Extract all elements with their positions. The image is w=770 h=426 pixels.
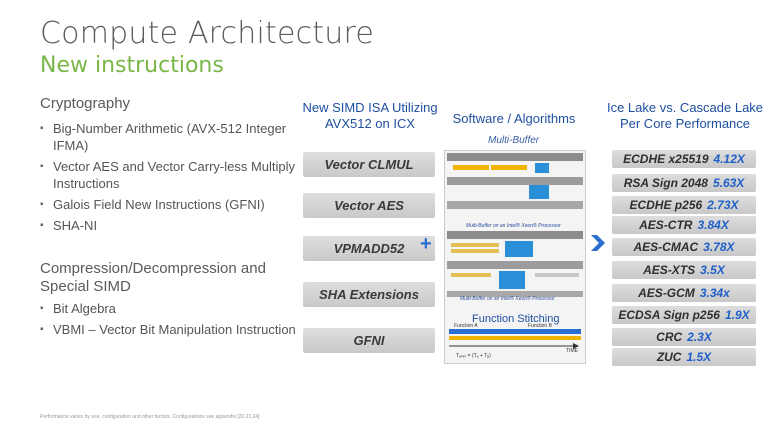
list-item: Big-Number Arithmetic (AVX-512 Integer I… (40, 120, 300, 154)
mb-caption-2: Multi-Buffer on an Intel® Xeon® Processo… (460, 296, 555, 302)
list-item: Vector AES and Vector Carry-less Multipl… (40, 158, 300, 192)
chevron-right-icon (591, 235, 605, 251)
crypto-heading: Cryptography (40, 95, 131, 112)
perf-name: AES-XTS (643, 263, 696, 277)
perf-row-ecdhe-x25519: ECDHE x25519 4.12X (612, 150, 756, 168)
perf-value: 2.73X (707, 198, 739, 212)
mb-caption-1: Multi-Buffer on an Intel® Xeon® Processo… (466, 223, 561, 229)
perf-row-aes-gcm: AES-GCM 3.34x (612, 284, 756, 302)
crypto-list: Big-Number Arithmetic (AVX-512 Integer I… (40, 120, 300, 238)
multi-buffer-diagram (444, 150, 586, 364)
perf-row-aes-xts: AES-XTS 3.5X (612, 261, 756, 279)
isa-item-vector-clmul: Vector CLMUL (303, 152, 435, 177)
isa-item-sha-extensions: SHA Extensions (303, 282, 435, 307)
algorithm-diagram-graphic (447, 153, 583, 349)
perf-value: 5.63X (712, 176, 745, 190)
isa-item-vector-aes: Vector AES (303, 193, 435, 218)
function-a-label: Function A (454, 323, 478, 329)
list-item: VBMI – Vector Bit Manipulation Instructi… (40, 321, 300, 338)
perf-name: ECDSA Sign p256 (618, 308, 720, 322)
isa-item-gfni: GFNI (303, 328, 435, 353)
multi-buffer-label: Multi-Buffer (488, 135, 540, 146)
algorithms-heading: Software / Algorithms (452, 111, 576, 126)
perf-name: ECDHE p256 (629, 198, 703, 212)
function-b-label: Function B (528, 323, 552, 329)
perf-value: 2.3X (687, 330, 712, 344)
perf-row-crc: CRC 2.3X (612, 328, 756, 346)
perf-name: ECDHE x25519 (623, 152, 709, 166)
perf-name: ZUC (656, 350, 682, 364)
compression-list: Bit Algebra VBMI – Vector Bit Manipulati… (40, 300, 300, 342)
perf-row-ecdsa-sign-p256: ECDSA Sign p256 1.9X (612, 306, 756, 324)
perf-name: AES-CTR (639, 218, 693, 232)
perf-name: CRC (656, 330, 683, 344)
perf-row-aes-cmac: AES-CMAC 3.78X (612, 238, 756, 256)
slide-title: Compute Architecture (40, 16, 374, 51)
list-item: Bit Algebra (40, 300, 300, 317)
perf-name: AES-CMAC (633, 240, 699, 254)
slide-subtitle: New instructions (40, 53, 224, 78)
time-label: TIME (566, 348, 578, 354)
perf-value: 3.78X (703, 240, 735, 254)
perf-value: 3.34x (699, 286, 730, 300)
perf-value: 3.5X (700, 263, 725, 277)
perf-name: AES-GCM (638, 286, 695, 300)
isa-heading: New SIMD ISA Utilizing AVX512 on ICX (302, 100, 438, 131)
isa-item-vpmadd52: VPMADD52 (303, 236, 435, 261)
perf-name: RSA Sign 2048 (623, 176, 708, 190)
perf-value: 1.9X (724, 308, 750, 322)
footnote: Performance varies by use, configuration… (40, 414, 260, 420)
perf-value: 4.12X (713, 152, 745, 166)
function-stitching-label: Function Stitching (472, 313, 560, 325)
list-item: Galois Field New Instructions (GFNI) (40, 196, 300, 213)
list-item: SHA-NI (40, 217, 300, 234)
perf-row-zuc: ZUC 1.5X (612, 348, 756, 366)
perf-value: 1.5X (686, 350, 712, 364)
perf-row-ecdhe-p256: ECDHE p256 2.73X (612, 196, 756, 214)
stitching-formula: Tₐₙₑₜ = (Tₐ + Tᵦ) (456, 353, 491, 359)
perf-row-rsa-sign-2048: RSA Sign 2048 5.63X (612, 174, 756, 192)
compression-heading: Compression/Decompression and Special SI… (40, 260, 266, 295)
performance-heading: Ice Lake vs. Cascade Lake Per Core Perfo… (606, 100, 764, 131)
plus-icon: + (420, 233, 432, 255)
perf-value: 3.84X (697, 218, 729, 232)
perf-row-aes-ctr: AES-CTR 3.84X (612, 216, 756, 234)
